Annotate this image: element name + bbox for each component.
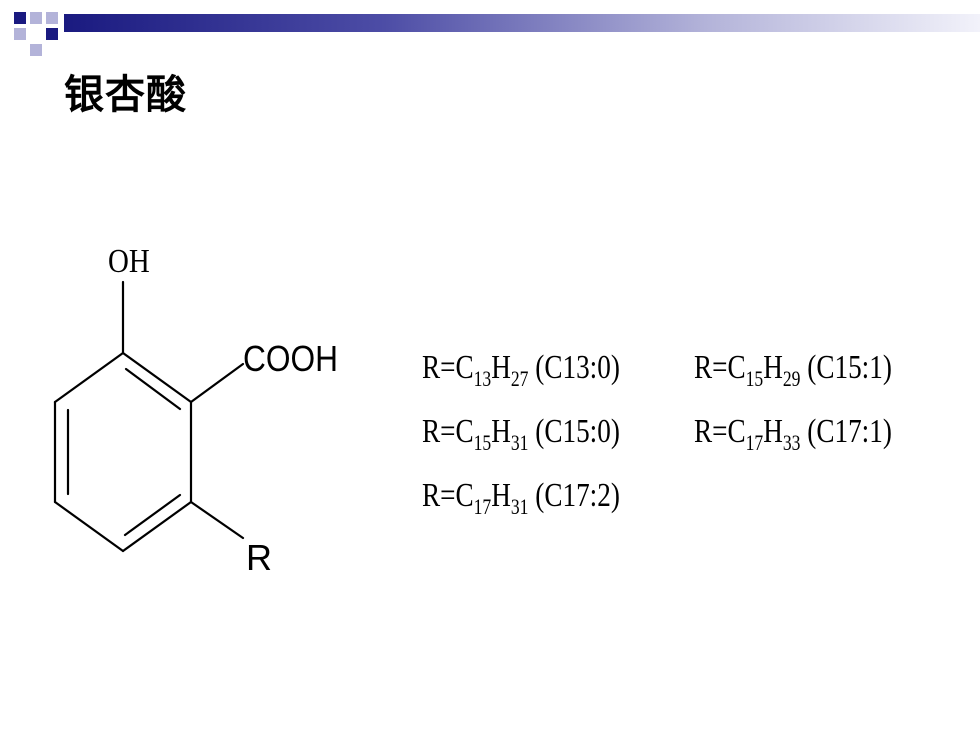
formula-row: R=C15H31 (C15:0) R=C17H33 (C17:1) — [422, 410, 966, 474]
r-bond — [189, 500, 245, 540]
formula-c13-0: R=C13H27 (C13:0) — [422, 349, 620, 391]
formula-c15-0: R=C15H31 (C15:0) — [422, 413, 620, 455]
ring-bond-bottom-left — [53, 500, 125, 553]
header-square-light-4 — [30, 44, 42, 56]
header-square-light-3 — [14, 28, 26, 40]
r-label: R — [246, 537, 272, 578]
formula-c17-1: R=C17H33 (C17:1) — [694, 413, 892, 455]
formula-c15-1: R=C15H29 (C15:1) — [694, 349, 892, 391]
slide-title: 银杏酸 — [64, 72, 187, 118]
ring-double-bond-top-right — [124, 367, 182, 411]
header-square-dark-1 — [14, 12, 26, 24]
header-gradient-bar — [64, 14, 980, 32]
substituent-formula-list: R=C13H27 (C13:0) R=C15H29 (C15:1) R=C15H… — [422, 346, 966, 538]
cooh-bond — [189, 362, 245, 404]
header-square-light-2 — [46, 12, 58, 24]
header-square-dark-2 — [46, 28, 58, 40]
formula-row: R=C13H27 (C13:0) R=C15H29 (C15:1) — [422, 346, 966, 410]
header-square-light-1 — [30, 12, 42, 24]
formula-c17-2: R=C17H31 (C17:2) — [422, 477, 620, 519]
formula-row: R=C17H31 (C17:2) — [422, 474, 966, 538]
ring-bond-bottom-right — [121, 500, 193, 553]
ring-double-bond-bottom-right — [123, 493, 182, 537]
ring-bond-top-right — [121, 351, 193, 404]
oh-label: OH — [108, 242, 150, 280]
ring-bond-top-left — [53, 351, 125, 404]
cooh-label: COOH — [243, 339, 338, 379]
